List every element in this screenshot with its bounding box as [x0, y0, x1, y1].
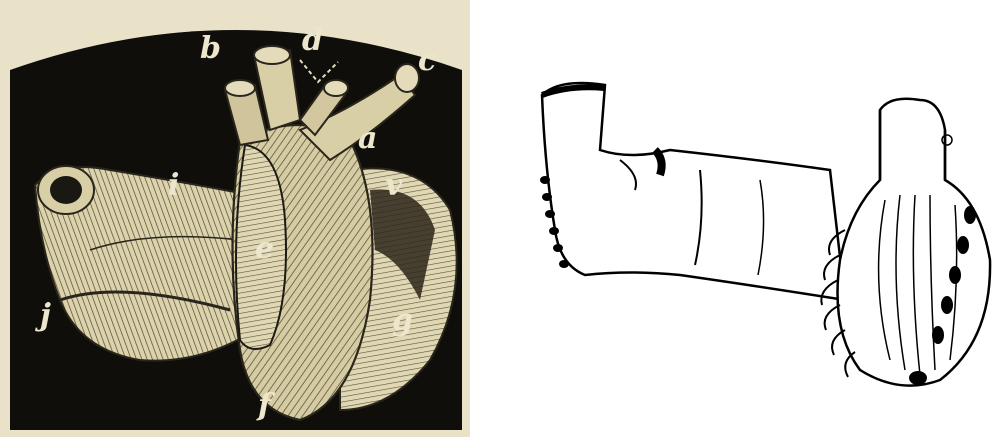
label-d: d [302, 23, 323, 58]
digestive-tract-line-drawing [500, 0, 1002, 437]
heart-engraving-svg: b d c a i v e g j f [0, 0, 470, 437]
label-g: g [392, 303, 413, 338]
label-i: i [168, 168, 179, 203]
label-b: b [200, 31, 221, 66]
heart-engraving-illustration: b d c a i v e g j f [0, 0, 470, 437]
label-e: e [255, 231, 274, 266]
label-v: v [385, 168, 403, 203]
label-c: c [418, 43, 436, 78]
tract-drawing-svg [500, 0, 1002, 437]
label-a: a [358, 121, 377, 156]
